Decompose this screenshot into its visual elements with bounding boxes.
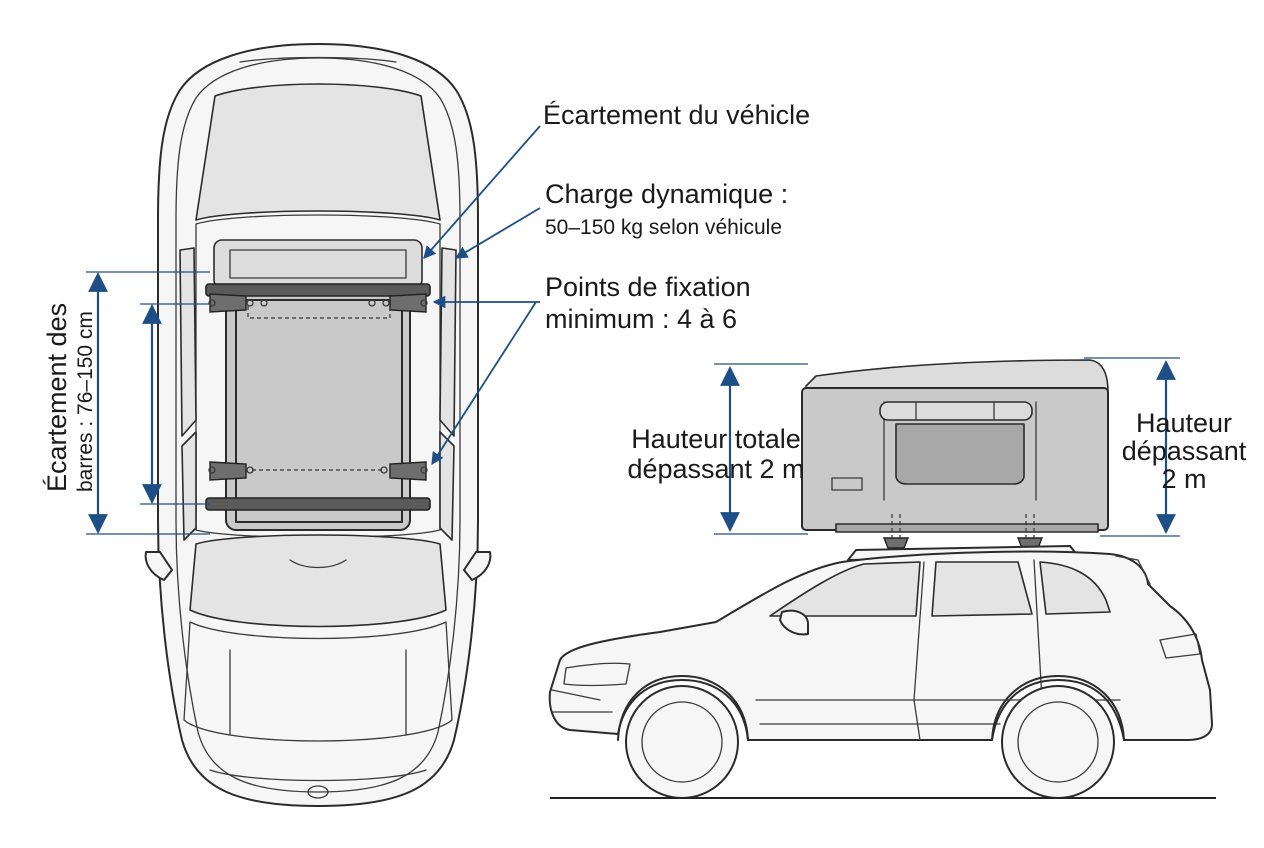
track-width-label: Écartement du véhicle <box>543 100 810 130</box>
dynamic-load-title: Charge dynamique : <box>545 179 788 209</box>
bar-spacing-label-line2: barres : 76–150 cm <box>74 311 97 492</box>
total-height-line1: Hauteur totale <box>631 424 801 454</box>
rear-crossbar <box>205 497 431 511</box>
overhang-height-line3: 2 m <box>1161 464 1206 494</box>
fixing-points-line1: Points de fixation <box>545 272 751 302</box>
overhang-height-line1: Hauteur <box>1136 408 1232 438</box>
front-crossbar <box>205 283 431 297</box>
mount-bracket <box>389 461 427 481</box>
total-height-line2: dépassant 2 m <box>627 454 804 484</box>
mount-bracket <box>209 461 247 481</box>
dynamic-load-value: 50–150 kg selon véhicule <box>545 216 782 239</box>
top-view-roof-tent <box>205 239 431 531</box>
fixing-points-line2: minimum : 4 à 6 <box>545 304 737 334</box>
side-view-roof-tent <box>801 359 1109 549</box>
top-view-leaders <box>423 125 541 466</box>
total-height-dimension: Hauteur totale dépassant 2 m <box>627 363 808 535</box>
bar-spacing-label-line1: Écartement des <box>42 303 72 492</box>
side-view-car <box>548 545 1213 799</box>
overhang-height-line2: dépassant <box>1122 436 1247 466</box>
overhang-height-dimension: Hauteur dépassant 2 m <box>1084 357 1247 537</box>
bar-spacing-dimension: Écartement des barres : 76–150 cm <box>42 271 210 535</box>
